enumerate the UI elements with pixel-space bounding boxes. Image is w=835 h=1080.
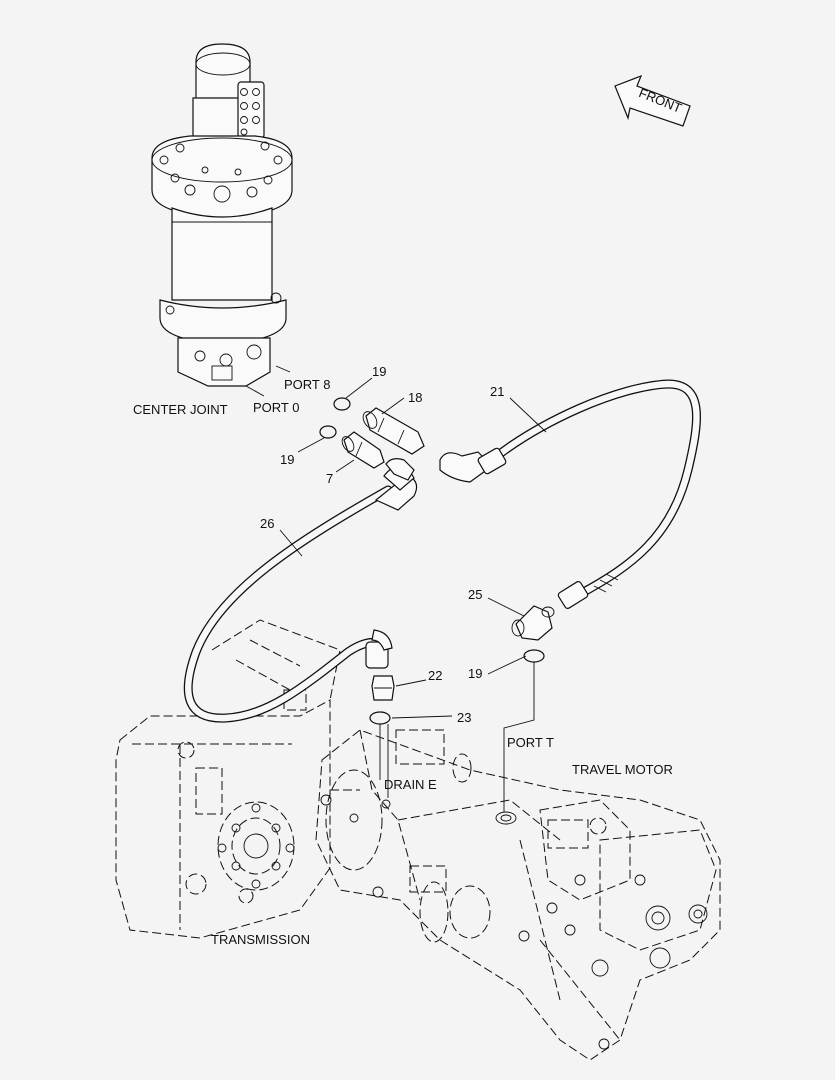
callout-19-lower: 19 <box>468 666 482 681</box>
hose-26 <box>183 465 418 723</box>
leader-lines <box>245 365 547 812</box>
callout-7: 7 <box>326 471 333 486</box>
port-0-label: PORT 0 <box>253 400 299 415</box>
elbow-at-hose-26 <box>385 458 415 481</box>
front-direction-arrow: FRONT <box>614 74 691 127</box>
center-joint-drawing <box>151 43 293 387</box>
fitting-22 <box>371 675 395 701</box>
port-8-label: PORT 8 <box>284 377 330 392</box>
o-ring-19-middle <box>319 425 337 439</box>
travel-motor-drawing <box>315 729 721 1061</box>
o-ring-19-upper <box>333 397 351 411</box>
transmission-drawing <box>115 619 341 939</box>
drain-e-label: DRAIN E <box>384 777 437 792</box>
travel-motor-label: TRAVEL MOTOR <box>572 762 673 777</box>
center-joint-label: CENTER JOINT <box>133 402 228 417</box>
callout-23: 23 <box>457 710 471 725</box>
transmission-label: TRANSMISSION <box>211 932 310 947</box>
callout-18: 18 <box>408 390 422 405</box>
callout-21: 21 <box>490 384 504 399</box>
o-ring-19-lower <box>523 649 545 663</box>
callout-22: 22 <box>428 668 442 683</box>
o-ring-23 <box>369 711 391 725</box>
callout-19-middle: 19 <box>280 452 294 467</box>
callout-26: 26 <box>260 516 274 531</box>
fitting-7 <box>341 431 385 469</box>
fitting-18 <box>362 407 425 455</box>
hose-21 <box>439 379 702 609</box>
port-t-label: PORT T <box>507 735 554 750</box>
callout-19-upper: 19 <box>372 364 386 379</box>
fitting-25 <box>511 605 555 641</box>
callout-25: 25 <box>468 587 482 602</box>
